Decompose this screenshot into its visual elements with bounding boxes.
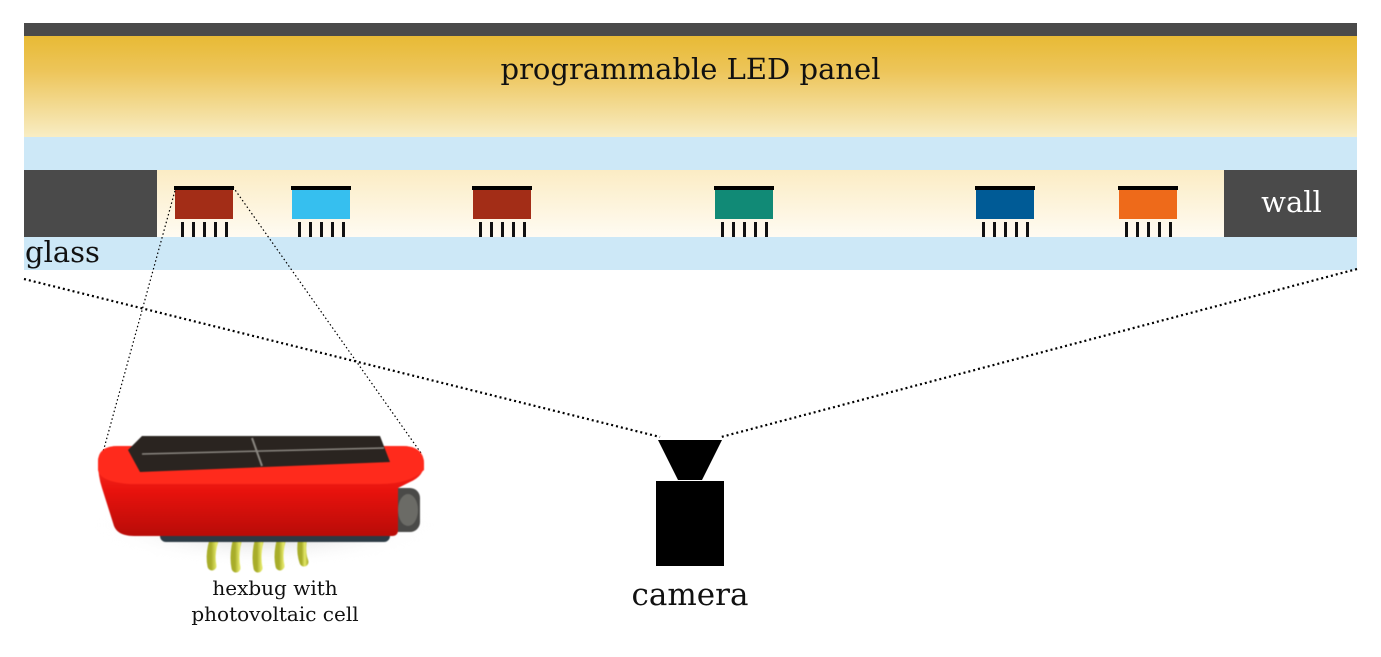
robot [1118,186,1178,237]
robot-6-body [1119,190,1177,219]
robot [472,186,532,237]
camera-fov-right [720,267,1358,439]
robot-1-body [175,190,233,219]
glass-label: glass [25,235,100,269]
hexbug-label: hexbug with photovoltaic cell [191,576,359,626]
robot [174,186,234,237]
robot-2-body [292,190,350,219]
wall-right [1224,170,1357,237]
robot-3-body [473,190,531,219]
glass-top [24,137,1357,170]
camera-icon [656,440,724,566]
robots [174,186,1178,237]
frame-bar [24,23,1357,36]
camera-fov-left [23,277,661,439]
camera-label: camera [631,577,749,613]
robot [975,186,1035,237]
robot-5-body [976,190,1034,219]
hexbug-photo [95,436,435,573]
glass-bottom [24,237,1357,270]
led-panel-label: programmable LED panel [500,52,881,86]
wall-left [24,170,157,237]
led-panel [24,36,1357,137]
robot [714,186,774,237]
robot [291,186,351,237]
robot-4-body [715,190,773,219]
wall-label: wall [1261,185,1322,219]
